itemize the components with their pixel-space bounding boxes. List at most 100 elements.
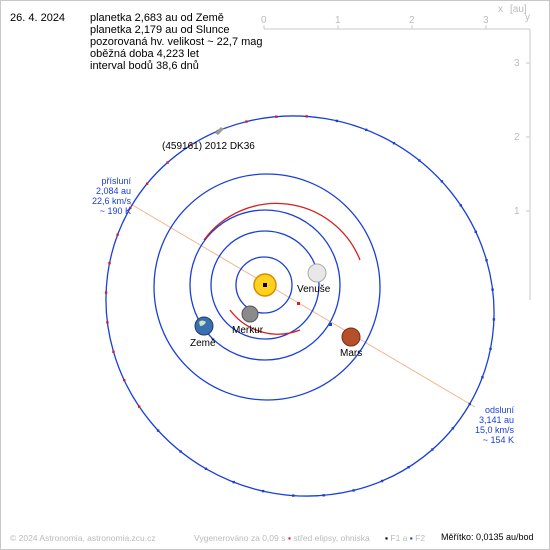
orbit-point bbox=[106, 321, 109, 324]
orbit-point bbox=[485, 259, 488, 262]
mars-orbit bbox=[153, 173, 381, 401]
orbit-point bbox=[156, 429, 160, 432]
axes bbox=[263, 25, 531, 300]
orbit-point bbox=[481, 376, 484, 379]
perihelion-title: přísluní bbox=[101, 176, 131, 186]
aphelion-title: odsluní bbox=[484, 405, 514, 415]
orbit-point bbox=[392, 142, 396, 145]
info-magnitude: pozorovaná hv. velikost ~ 22,7 mag bbox=[90, 36, 263, 48]
current-date: 26. 4. 2024 bbox=[10, 12, 66, 24]
orbit-point bbox=[261, 489, 265, 493]
info-distance-earth: planetka 2,683 au od Země bbox=[90, 12, 224, 24]
orbit-point bbox=[305, 115, 308, 118]
aphelion-label: odsluní 3,141 au 15,0 km/s ~ 154 K bbox=[475, 405, 514, 445]
info-point-interval: interval bodů 38,6 dnů bbox=[90, 60, 199, 72]
mars-orbit-red-arc bbox=[203, 202, 361, 261]
perihelion-temp: ~ 190 K bbox=[99, 206, 131, 216]
x-tick-2: 2 bbox=[409, 15, 415, 26]
orbit-point bbox=[380, 479, 384, 483]
object-name: (459161) 2012 DK36 bbox=[162, 141, 255, 152]
orbit-point bbox=[492, 318, 496, 321]
y-tick-3: 3 bbox=[514, 58, 520, 69]
orbit-point bbox=[204, 467, 208, 470]
x-axis-letter: x bbox=[498, 4, 503, 15]
orbit-point bbox=[275, 115, 278, 118]
legend-f1-dot: ▪ bbox=[385, 533, 389, 543]
y-axis-letter: y bbox=[525, 12, 530, 23]
orbit-point bbox=[245, 120, 248, 123]
earth-planet bbox=[194, 316, 214, 336]
legend-f2-dot: ▪ bbox=[409, 533, 413, 543]
orbit-point bbox=[459, 204, 462, 207]
orbit-point bbox=[112, 350, 115, 353]
orbit-point bbox=[352, 489, 355, 492]
orbit-point bbox=[129, 206, 132, 210]
perihelion-distance: 2,084 au bbox=[95, 186, 131, 196]
legend-f1-text: F1 a bbox=[390, 533, 408, 543]
perihelion-speed: 22,6 km/s bbox=[91, 196, 131, 206]
mars-label: Mars bbox=[340, 348, 363, 359]
orbit-point bbox=[431, 448, 434, 451]
aphelion-distance: 3,141 au bbox=[478, 415, 514, 425]
mercury-planet bbox=[241, 305, 259, 323]
orbit-point bbox=[292, 494, 295, 497]
asteroid-orbit bbox=[105, 115, 495, 497]
legend-center-text: střed elipsy, ohniska bbox=[293, 533, 370, 543]
venus-orbit bbox=[210, 230, 320, 340]
perihelion-label: přísluní 2,084 au 22,6 km/s ~ 190 K bbox=[92, 176, 131, 216]
scale-label: Měřítko: 0,0135 au/bod bbox=[441, 532, 534, 542]
generated-time: Vygenerováno za 0,09 s bbox=[194, 533, 286, 543]
orbit-point bbox=[104, 291, 108, 294]
sun bbox=[253, 273, 277, 297]
orbit-point bbox=[123, 378, 126, 382]
orbit-point bbox=[116, 233, 119, 236]
aphelion-temp: ~ 154 K bbox=[482, 435, 514, 445]
orbit-point bbox=[440, 180, 444, 183]
y-tick-2: 2 bbox=[514, 132, 520, 143]
x-tick-3: 3 bbox=[483, 15, 489, 26]
orbit-point bbox=[108, 261, 111, 265]
copyright: © 2024 Astronomia, astronomia.zcu.cz bbox=[10, 533, 156, 543]
venus-planet bbox=[307, 263, 327, 283]
orbit-point bbox=[335, 119, 339, 123]
orbit-point bbox=[365, 128, 368, 132]
inner-red-arc bbox=[229, 309, 301, 335]
legend-center: ▪ střed elipsy, ohniska bbox=[288, 533, 370, 543]
asteroid-marker bbox=[215, 127, 224, 135]
aphelion-speed: 15,0 km/s bbox=[474, 425, 514, 435]
x-tick-1: 1 bbox=[335, 15, 341, 26]
info-distance-sun: planetka 2,179 au od Slunce bbox=[90, 24, 230, 36]
orbit-point bbox=[407, 466, 410, 469]
ellipse-center-marker bbox=[297, 302, 300, 305]
orbit-point bbox=[138, 405, 141, 408]
y-tick-1: 1 bbox=[514, 206, 520, 217]
mercury-orbit bbox=[235, 256, 293, 314]
orbit-point bbox=[232, 480, 235, 484]
info-panel: planetka 2,683 au od Země planetka 2,179… bbox=[90, 12, 263, 72]
orbit-point bbox=[474, 230, 477, 234]
earth-orbit bbox=[189, 209, 341, 361]
orbit-point bbox=[179, 450, 182, 453]
orbit-dots bbox=[104, 115, 496, 497]
earth-label: Země bbox=[190, 338, 216, 349]
venus-label: Venuše bbox=[297, 284, 331, 295]
orbit-point bbox=[451, 427, 455, 430]
orbit-point bbox=[418, 159, 421, 162]
axis-unit: [au] bbox=[510, 4, 527, 15]
mars-planet bbox=[341, 327, 361, 347]
x-tick-0: 0 bbox=[261, 15, 267, 26]
orbit-point bbox=[166, 161, 169, 164]
info-period: oběžná doba 4,223 let bbox=[90, 48, 199, 60]
legend-center-dot: ▪ bbox=[288, 533, 292, 543]
apsides-line bbox=[128, 202, 476, 408]
focus-f2-marker bbox=[329, 323, 332, 326]
orbit-point bbox=[489, 347, 492, 351]
orbit-point bbox=[190, 143, 193, 146]
orbit-point bbox=[491, 288, 494, 291]
legend-f2-text: F2 bbox=[415, 533, 426, 543]
orbit-point bbox=[468, 402, 471, 406]
orbit-point bbox=[322, 494, 325, 497]
mercury-label: Merkur bbox=[232, 325, 264, 336]
orbit-point bbox=[145, 182, 149, 185]
